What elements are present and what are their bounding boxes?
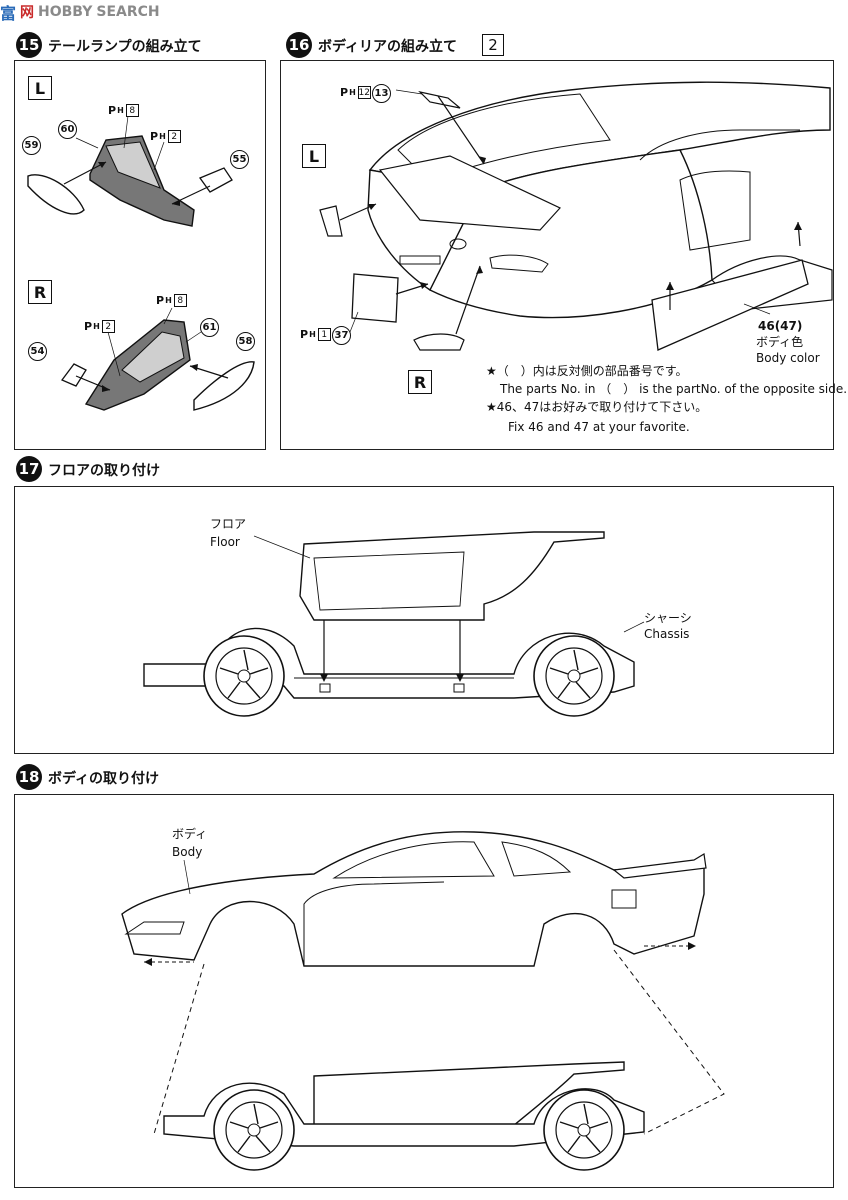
part-60: 60 bbox=[58, 120, 77, 139]
step-16-sheet-box: 2 bbox=[482, 34, 504, 56]
part-59: 59 bbox=[22, 136, 41, 155]
note2-en: Fix 46 and 47 at your favorite. bbox=[508, 420, 690, 434]
step-15-number: 15 bbox=[16, 32, 42, 58]
body-color-jp: ボディ色 bbox=[756, 335, 804, 349]
step-15-right-tag: R bbox=[28, 280, 52, 304]
watermark-middle: HOBBY bbox=[38, 4, 93, 20]
chassis-en: Chassis bbox=[644, 627, 690, 641]
part-13: 13 bbox=[372, 84, 391, 103]
step-18-title: ボディの取り付け bbox=[48, 771, 160, 787]
side-parts-label: 46(47) bbox=[758, 319, 803, 333]
step-17-title: フロアの取り付け bbox=[48, 463, 160, 479]
body-en: Body bbox=[172, 845, 203, 859]
body-jp: ボディ bbox=[172, 827, 208, 841]
part-58: 58 bbox=[236, 332, 255, 351]
step-17-drawing bbox=[143, 531, 645, 717]
note1-jp: ★（ ）内は反対側の部品番号です。 bbox=[486, 364, 688, 378]
part-54: 54 bbox=[28, 342, 47, 361]
watermark-logo: 富 网 HOBBY SEARCH bbox=[0, 0, 160, 24]
note1-en: The parts No. in （ ） is the partNo. of t… bbox=[500, 382, 848, 396]
chassis-jp: シャーシ bbox=[644, 611, 692, 625]
step-16-drawing bbox=[319, 81, 833, 351]
floor-en: Floor bbox=[210, 535, 240, 549]
step-16-number: 16 bbox=[286, 32, 312, 58]
note2-jp: ★46、47はお好みで取り付けて下さい。 bbox=[486, 400, 708, 414]
floor-jp: フロア bbox=[210, 517, 247, 531]
step-18-number: 18 bbox=[16, 764, 42, 790]
step-18-drawing bbox=[121, 831, 725, 1171]
part-61: 61 bbox=[200, 318, 219, 337]
step-15-title: テールランプの組み立て bbox=[48, 39, 202, 55]
step-15-drawing bbox=[27, 115, 255, 411]
step-16-right-tag: R bbox=[408, 370, 432, 394]
step-17-number: 17 bbox=[16, 456, 42, 482]
step-15-left-tag: L bbox=[28, 76, 52, 100]
watermark-cjk-2: 网 bbox=[20, 5, 35, 21]
step-16-left-tag: L bbox=[302, 144, 326, 168]
watermark-cjk-1: 富 bbox=[0, 4, 17, 23]
part-55: 55 bbox=[230, 150, 249, 169]
part-37: 37 bbox=[332, 326, 351, 345]
step-16-title: ボディリアの組み立て bbox=[318, 39, 458, 55]
watermark-text: SEARCH bbox=[96, 4, 160, 20]
body-color-en: Body color bbox=[756, 351, 820, 365]
